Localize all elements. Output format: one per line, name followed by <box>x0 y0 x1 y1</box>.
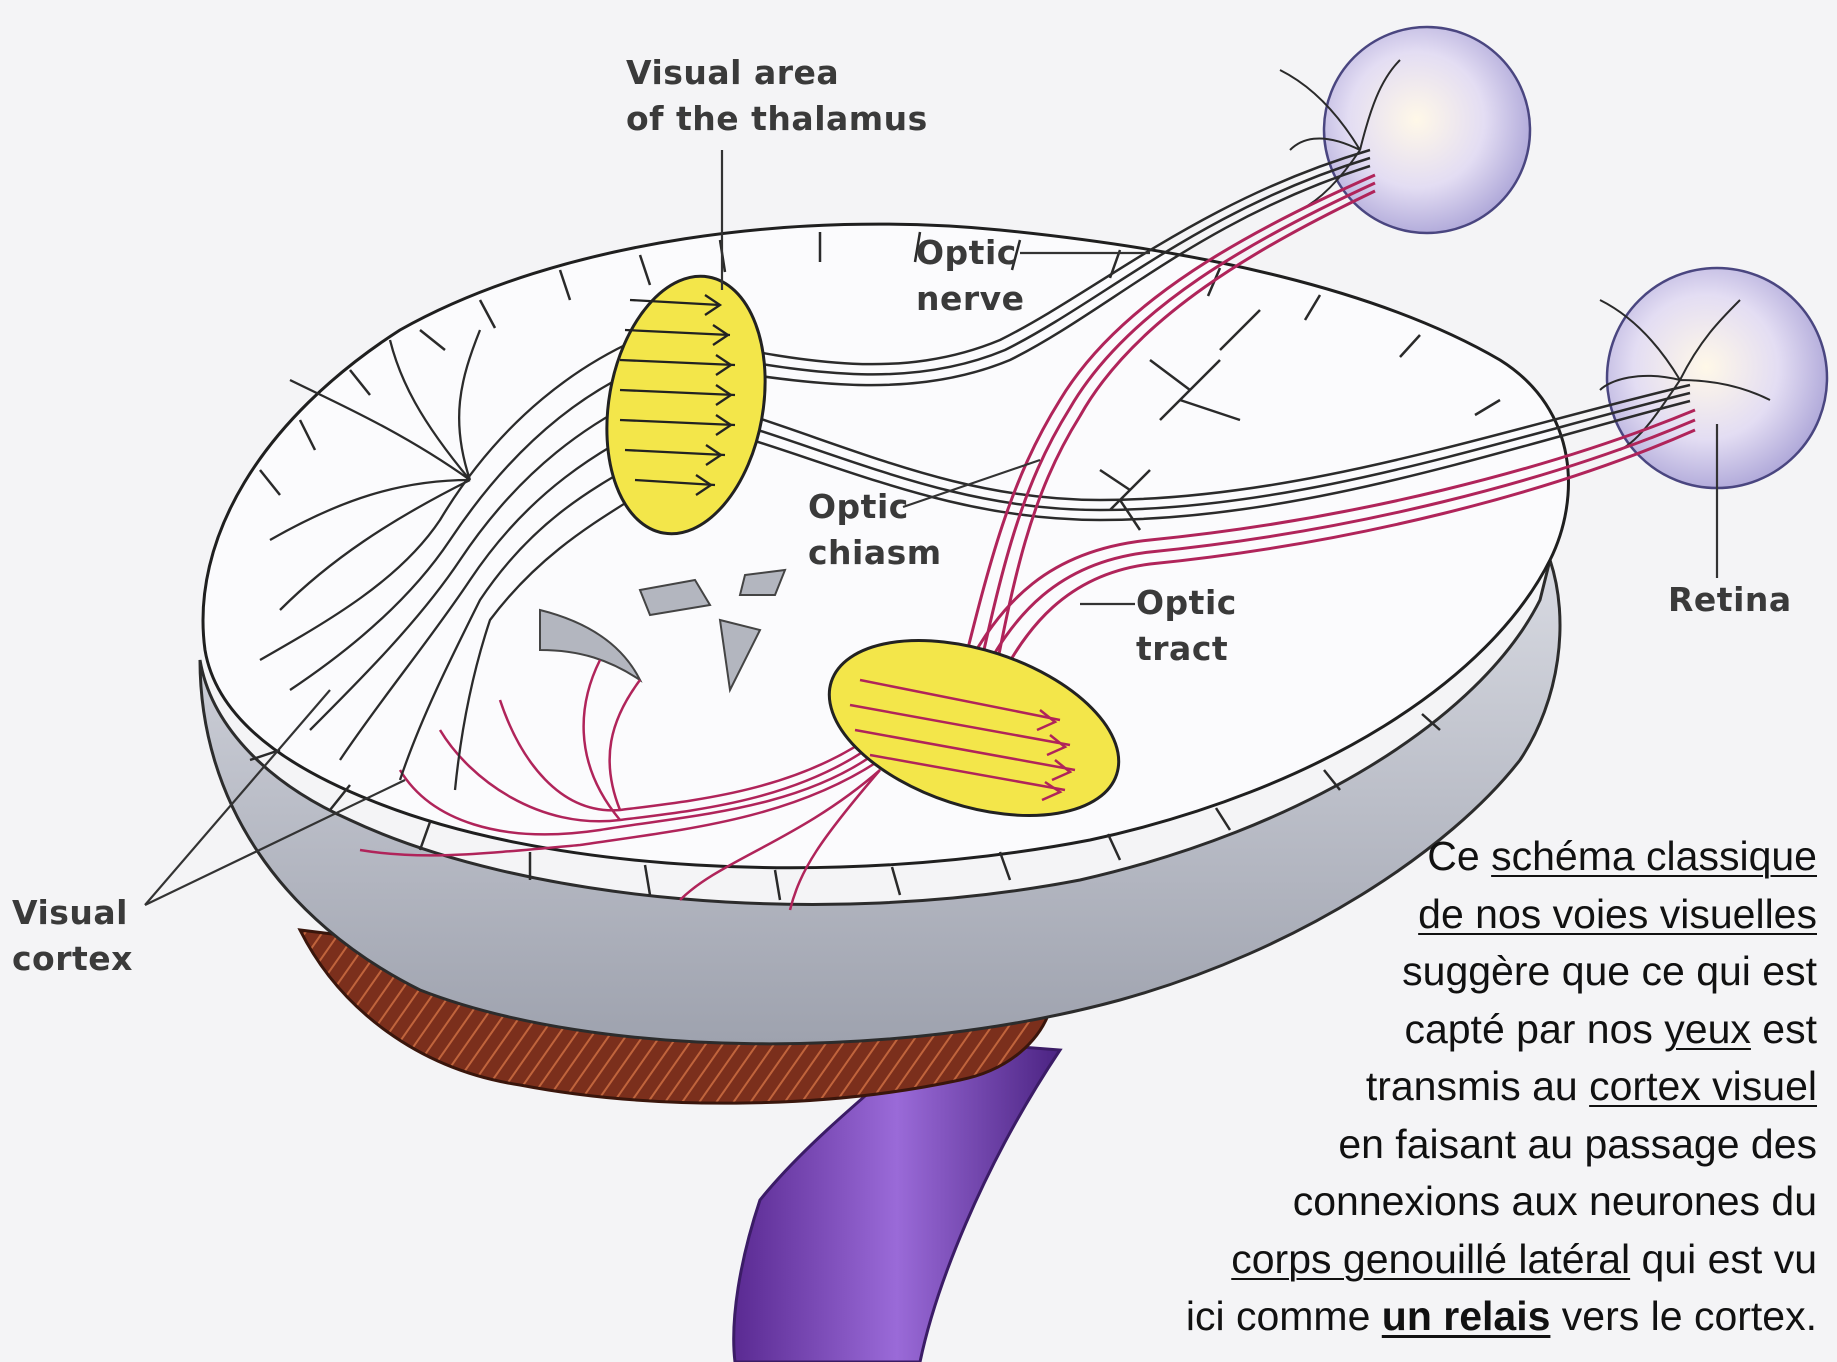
label-line: Visual <box>12 890 133 936</box>
label-optic-nerve: Optic nerve <box>916 230 1025 322</box>
label-line: of the thalamus <box>626 96 928 142</box>
caption-bold: un relais <box>1382 1293 1551 1339</box>
caption-underlined: de nos voies visuelles <box>1418 891 1817 937</box>
label-visual-cortex: Visual cortex <box>12 890 133 982</box>
label-retina: Retina <box>1668 577 1792 623</box>
caption-text: transmis au <box>1366 1063 1589 1109</box>
caption-line-1: Ce schéma classique <box>1057 828 1817 886</box>
label-line: Retina <box>1668 577 1792 623</box>
caption-text: en faisant au passage des <box>1338 1121 1817 1167</box>
label-line: Optic <box>916 230 1025 276</box>
caption: Ce schéma classique de nos voies visuell… <box>1057 828 1817 1346</box>
caption-line-9: ici comme un relais vers le cortex. <box>1057 1288 1817 1346</box>
label-optic-tract: Optic tract <box>1136 580 1237 672</box>
label-line: Optic <box>808 484 942 530</box>
label-line: Optic <box>1136 580 1237 626</box>
label-line: nerve <box>916 276 1025 322</box>
label-optic-chiasm: Optic chiasm <box>808 484 942 576</box>
label-line: Visual area <box>626 50 928 96</box>
caption-line-8: corps genouillé latéral qui est vu <box>1057 1231 1817 1289</box>
caption-line-4: capté par nos yeux est <box>1057 1001 1817 1059</box>
caption-bold-underlined: un relais <box>1382 1293 1551 1339</box>
caption-underlined: cortex visuel <box>1589 1063 1817 1109</box>
caption-line-5: transmis au cortex visuel <box>1057 1058 1817 1116</box>
caption-text: capté par nos <box>1404 1006 1664 1052</box>
caption-text: vers le cortex. <box>1550 1293 1817 1339</box>
caption-line-2: de nos voies visuelles <box>1057 886 1817 944</box>
caption-text: qui est vu <box>1630 1236 1817 1282</box>
caption-underlined: schéma classique <box>1491 833 1817 879</box>
caption-line-3: suggère que ce qui est <box>1057 943 1817 1001</box>
caption-underlined: yeux <box>1664 1006 1751 1052</box>
caption-text: est <box>1751 1006 1817 1052</box>
label-visual-area-thalamus: Visual area of the thalamus <box>626 50 928 142</box>
caption-text: suggère que ce qui est <box>1402 948 1817 994</box>
caption-line-6: en faisant au passage des <box>1057 1116 1817 1174</box>
label-line: chiasm <box>808 530 942 576</box>
caption-text: ici comme <box>1186 1293 1382 1339</box>
caption-underlined: corps genouillé latéral <box>1231 1236 1630 1282</box>
caption-text: Ce <box>1427 833 1491 879</box>
label-line: tract <box>1136 626 1237 672</box>
caption-text: connexions aux neurones du <box>1293 1178 1817 1224</box>
caption-line-7: connexions aux neurones du <box>1057 1173 1817 1231</box>
label-line: cortex <box>12 936 133 982</box>
